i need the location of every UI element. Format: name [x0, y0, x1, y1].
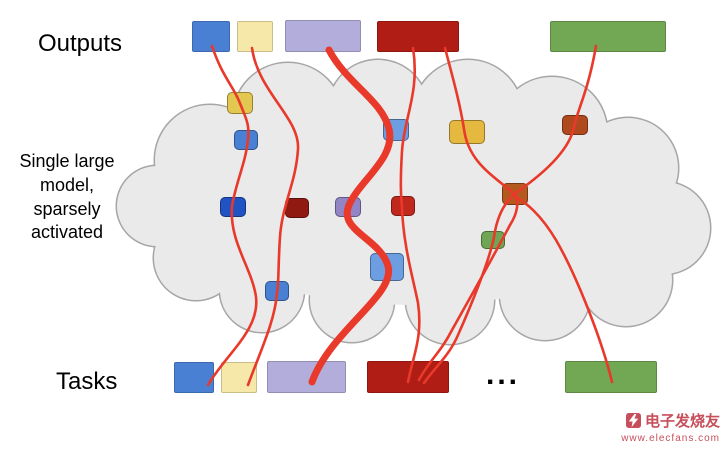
output-box-lavender: [285, 20, 361, 52]
task-box-green: [565, 361, 657, 393]
watermark-text: 电子发烧友: [644, 413, 720, 430]
task-box-cream: [221, 362, 257, 393]
tasks-ellipsis: ...: [486, 358, 521, 391]
output-box-darkred: [377, 21, 459, 52]
watermark: 电子发烧友 www.elecfans.com: [621, 410, 720, 444]
elecfans-logo-icon: [625, 413, 641, 428]
output-box-blue: [192, 21, 230, 52]
model-caption: Single large model, sparsely activated: [19, 151, 115, 243]
outputs-label: Outputs: [38, 30, 123, 57]
tasks-label: Tasks: [56, 368, 118, 395]
watermark-url: www.elecfans.com: [621, 433, 720, 444]
output-box-cream: [237, 21, 273, 52]
task-box-blue: [174, 362, 214, 393]
task-box-darkred: [367, 361, 449, 393]
task-box-lavender: [267, 361, 346, 393]
output-box-green: [550, 21, 666, 52]
